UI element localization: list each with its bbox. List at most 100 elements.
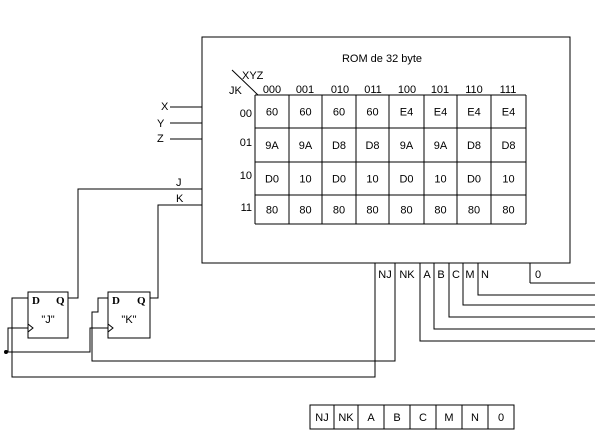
rom-cell: 10 [299, 174, 311, 186]
output-label: N [481, 269, 489, 281]
col-header: 100 [398, 84, 416, 96]
rom-cell: E4 [467, 107, 480, 119]
rom-box [201, 36, 571, 264]
rom-cell: D0 [332, 174, 346, 186]
col-header: 101 [431, 84, 449, 96]
wire-out-c [448, 283, 595, 318]
col-header: 001 [296, 84, 314, 96]
wire-clock-k [5, 327, 108, 353]
output-label: NK [399, 269, 415, 281]
clock-node-dot [4, 350, 8, 354]
col-headers: 000 001 010 011 100 101 110 111 [263, 84, 517, 96]
rom-cell: 80 [366, 205, 378, 217]
rom-cell: E4 [400, 107, 413, 119]
row-header: 00 [240, 108, 252, 120]
wire-k-feedback [150, 204, 202, 299]
rom-cell: 10 [366, 174, 378, 186]
col-var-label: XYZ [242, 70, 264, 82]
output-label: A [423, 269, 431, 281]
rom-cell: E4 [502, 107, 515, 119]
output-word-cell: C [419, 412, 427, 424]
rom-cell: 80 [502, 205, 514, 217]
rom-cell: D0 [467, 174, 481, 186]
output-word-cell: NK [338, 412, 354, 424]
rom-cell: D8 [365, 140, 379, 152]
rom-cell: 9A [265, 140, 279, 152]
rom-cell: 80 [434, 205, 446, 217]
rom-cell: D8 [332, 140, 346, 152]
col-header: 011 [364, 84, 382, 96]
output-label: NJ [378, 269, 391, 281]
output-word-box [309, 404, 515, 430]
rom-cell: 60 [333, 107, 345, 119]
col-header: 000 [263, 84, 281, 96]
rom-cell: 9A [434, 140, 448, 152]
flipflop-j-name: "J" [41, 314, 54, 326]
flipflop-j-d: D [32, 295, 40, 307]
wire-out-m [462, 283, 595, 306]
rom-cell: 10 [434, 174, 446, 186]
rom-cell: 80 [266, 205, 278, 217]
output-word-cell: NJ [315, 412, 328, 424]
col-header: 111 [500, 84, 517, 96]
rom-cell: D0 [399, 174, 413, 186]
wire-out-b [433, 283, 595, 330]
wire-j-feedback [68, 188, 202, 299]
flipflop-j [27, 291, 69, 339]
input-label-x: X [161, 101, 169, 113]
row-header: 10 [240, 170, 252, 182]
output-word-cell: B [393, 412, 400, 424]
row-var-label: JK [229, 85, 243, 97]
flipflop-k-clock-icon [107, 323, 114, 333]
output-label: C [452, 269, 460, 281]
flipflop-k-q: Q [137, 295, 146, 307]
row-header: 11 [241, 202, 252, 214]
rom-title: ROM de 32 byte [342, 53, 422, 65]
flipflop-j-q: Q [56, 295, 65, 307]
output-label: M [465, 269, 474, 281]
rom-cell: D0 [265, 174, 279, 186]
rom-cell: 60 [299, 107, 311, 119]
wire-clock-j [7, 327, 28, 352]
input-label-z: Z [157, 133, 164, 145]
rom-cell: 80 [400, 205, 412, 217]
input-label-j: J [176, 177, 182, 189]
table-corner-diagonal [231, 69, 259, 96]
flipflop-k [107, 291, 151, 339]
input-label-k: K [176, 193, 184, 205]
rom-cell: 10 [502, 174, 514, 186]
flipflop-j-clock-icon [27, 323, 34, 333]
rom-cell: 80 [299, 205, 311, 217]
flipflop-k-name: "K" [121, 314, 136, 326]
rom-cell: 60 [266, 107, 278, 119]
output-label: B [437, 269, 444, 281]
rom-cell: E4 [434, 107, 447, 119]
output-labels: NJ NK A B C M N 0 [378, 269, 541, 281]
rom-cell: D8 [501, 140, 515, 152]
rom-table-grid [254, 94, 527, 225]
wire-out-a [419, 283, 595, 342]
wire-out-n [477, 283, 595, 296]
flipflop-k-d: D [112, 295, 120, 307]
rom-cell: 80 [333, 205, 345, 217]
output-word-cell: A [367, 412, 375, 424]
output-word-cell: 0 [498, 412, 504, 424]
rom-cell: 60 [366, 107, 378, 119]
rom-cell: 80 [468, 205, 480, 217]
rom-cell: D8 [467, 140, 481, 152]
output-word-cell: M [444, 412, 453, 424]
wire-nj-feedback [11, 263, 376, 378]
row-headers: 00 01 10 11 [240, 108, 252, 214]
output-word-cell: N [471, 412, 479, 424]
rom-cell: 9A [400, 140, 414, 152]
col-header: 110 [465, 84, 483, 96]
wire-k-d-input [91, 297, 108, 338]
output-word: NJ NK A B C M N 0 [309, 404, 515, 430]
col-header: 010 [331, 84, 349, 96]
wire-nk-feedback [91, 263, 396, 362]
input-label-y: Y [157, 118, 165, 130]
rom-cell: 9A [299, 140, 313, 152]
output-label: 0 [535, 269, 541, 281]
